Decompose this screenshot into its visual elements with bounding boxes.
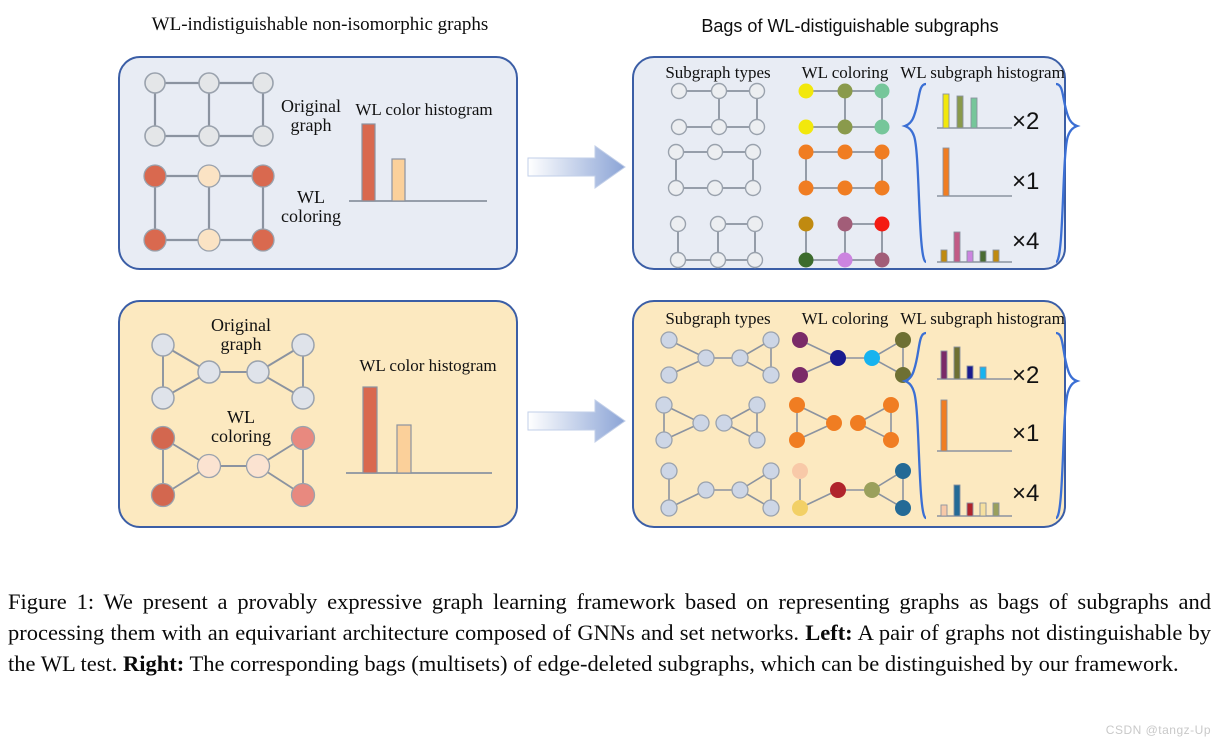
caption-part-3: The corresponding bags (multisets) of ed… bbox=[184, 651, 1179, 676]
figure-caption: Figure 1: We present a provably expressi… bbox=[8, 586, 1211, 679]
label-original-graph-top: Original graph bbox=[281, 96, 341, 136]
multiplicity-bottom-row2: ×1 bbox=[1012, 420, 1040, 447]
panel-bottom-right bbox=[632, 300, 1066, 528]
label-wl-subgraph-histogram-bottom: WL subgraph histogram bbox=[900, 309, 1065, 328]
label-wl-color-histogram-top: WL color histogram bbox=[355, 100, 493, 119]
arrow-bottom bbox=[527, 399, 626, 443]
label-wl-coloring-top: WL coloring bbox=[281, 187, 341, 227]
caption-right-label: Right: bbox=[122, 651, 185, 676]
multiplicity-bottom-row1: ×2 bbox=[1012, 362, 1040, 389]
label-wl-coloring-types-top: WL coloring bbox=[801, 63, 889, 82]
watermark: CSDN @tangz-Up bbox=[1105, 723, 1211, 737]
multiplicity-top-row3: ×4 bbox=[1012, 228, 1040, 255]
label-wl-color-histogram-bottom: WL color histogram bbox=[359, 356, 497, 375]
right-column-heading: Bags of WL-distiguishable subgraphs bbox=[701, 16, 999, 36]
arrow-top bbox=[527, 145, 626, 189]
panel-bottom-left bbox=[118, 300, 518, 528]
label-subgraph-types-bottom: Subgraph types bbox=[665, 309, 771, 328]
multiplicity-top-row1: ×2 bbox=[1012, 108, 1040, 135]
label-wl-coloring-types-bottom: WL coloring bbox=[801, 309, 889, 328]
multiplicity-top-row2: ×1 bbox=[1012, 168, 1040, 195]
label-subgraph-types-top: Subgraph types bbox=[665, 63, 771, 82]
caption-left-label: Left: bbox=[805, 620, 853, 645]
label-original-graph-bottom: Original graph bbox=[211, 315, 271, 355]
left-column-heading: WL-indistiguishable non-isomorphic graph… bbox=[151, 14, 489, 35]
multiplicity-bottom-row3: ×4 bbox=[1012, 480, 1040, 507]
label-wl-coloring-bottom: WL coloring bbox=[211, 407, 271, 447]
panel-top-right bbox=[632, 56, 1066, 270]
caption-part-2: A pair of graphs not distinguishable by … bbox=[8, 620, 1211, 676]
label-wl-subgraph-histogram-top: WL subgraph histogram bbox=[900, 63, 1065, 82]
caption-part-1: Figure 1: We present a provably expressi… bbox=[8, 589, 1211, 645]
panel-top-left bbox=[118, 56, 518, 270]
